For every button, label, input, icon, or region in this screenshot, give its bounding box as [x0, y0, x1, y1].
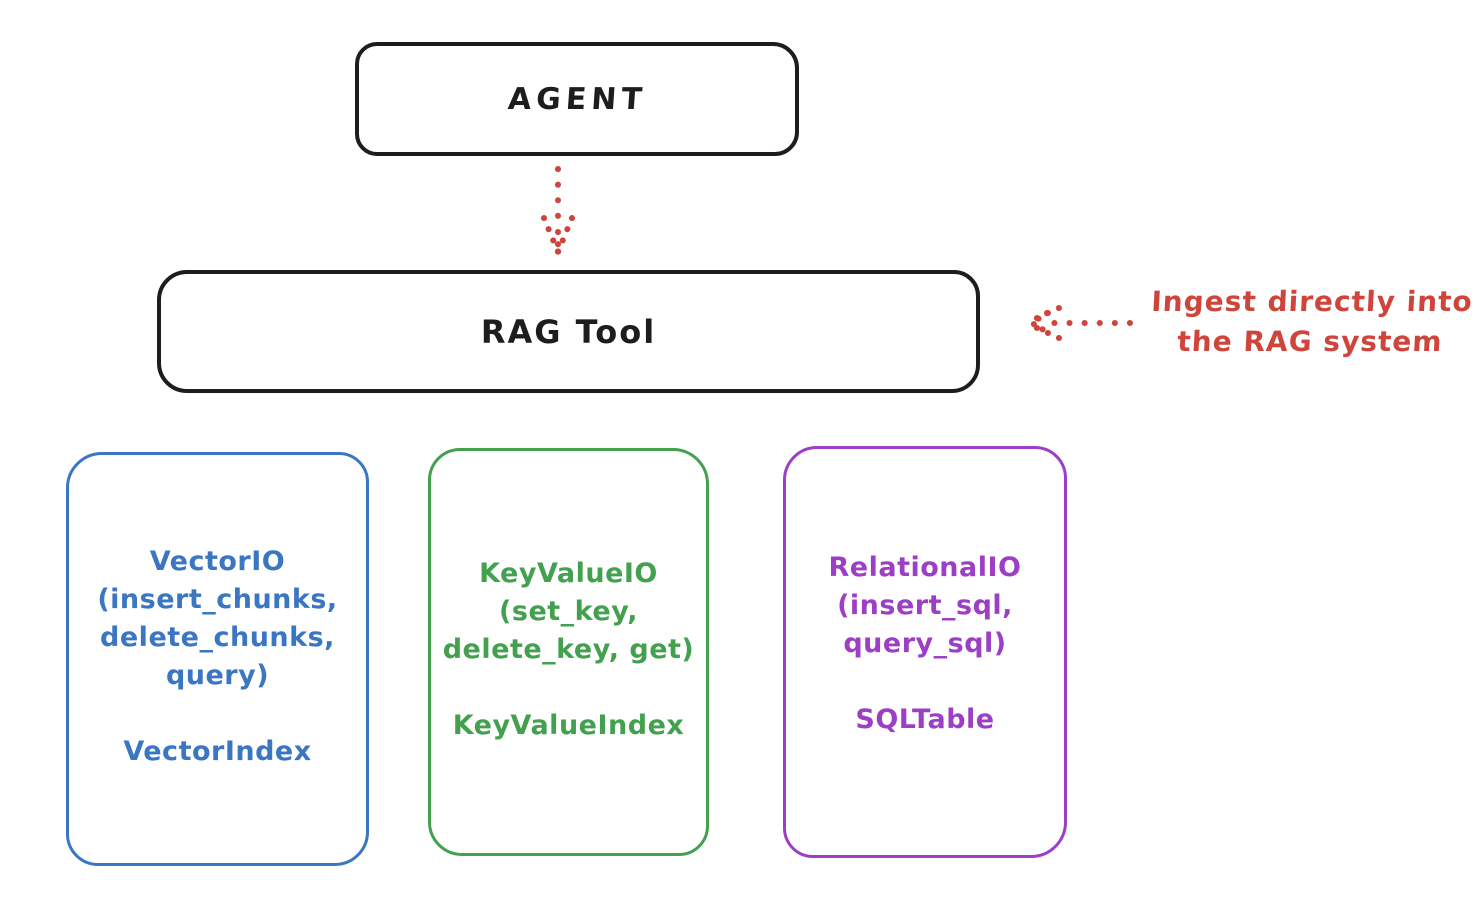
- keyvalue-io-box: KeyValueIO (set_key, delete_key, get) Ke…: [428, 448, 709, 856]
- vector-io-methods-line3: query): [165, 660, 270, 691]
- agent-box: AGENT: [355, 42, 799, 156]
- vector-io-title: VectorIO: [149, 546, 286, 577]
- relational-io-box: RelationalIO (insert_sql, query_sql) SQL…: [783, 446, 1067, 858]
- keyvalue-io-methods-line2: delete_key, get): [442, 634, 695, 665]
- vector-io-methods-line1: (insert_chunks,: [97, 584, 338, 615]
- annotation-to-rag-dotted-arrow-icon: [1023, 305, 1133, 341]
- vector-io-box: VectorIO (insert_chunks, delete_chunks, …: [66, 452, 369, 866]
- agent-to-rag-dotted-arrow-icon: [541, 166, 575, 259]
- agent-label: AGENT: [506, 81, 648, 117]
- ingest-annotation-line1: Ingest directly into: [1150, 285, 1474, 318]
- rag-tool-label: RAG Tool: [480, 312, 657, 351]
- ingest-annotation: Ingest directly into the RAG system: [1136, 282, 1484, 362]
- relational-io-methods-line2: query_sql): [843, 628, 1007, 659]
- relational-io-methods-line1: (insert_sql,: [837, 590, 1013, 621]
- ingest-annotation-line2: the RAG system: [1176, 325, 1444, 358]
- sql-table-label: SQLTable: [855, 704, 995, 735]
- rag-tool-box: RAG Tool: [157, 270, 980, 393]
- vector-io-methods-line2: delete_chunks,: [100, 622, 335, 653]
- keyvalue-index-label: KeyValueIndex: [452, 710, 685, 741]
- keyvalue-io-title: KeyValueIO: [479, 558, 658, 589]
- vector-index-label: VectorIndex: [123, 736, 312, 767]
- keyvalue-io-methods-line1: (set_key,: [499, 596, 638, 627]
- relational-io-title: RelationalIO: [828, 552, 1022, 583]
